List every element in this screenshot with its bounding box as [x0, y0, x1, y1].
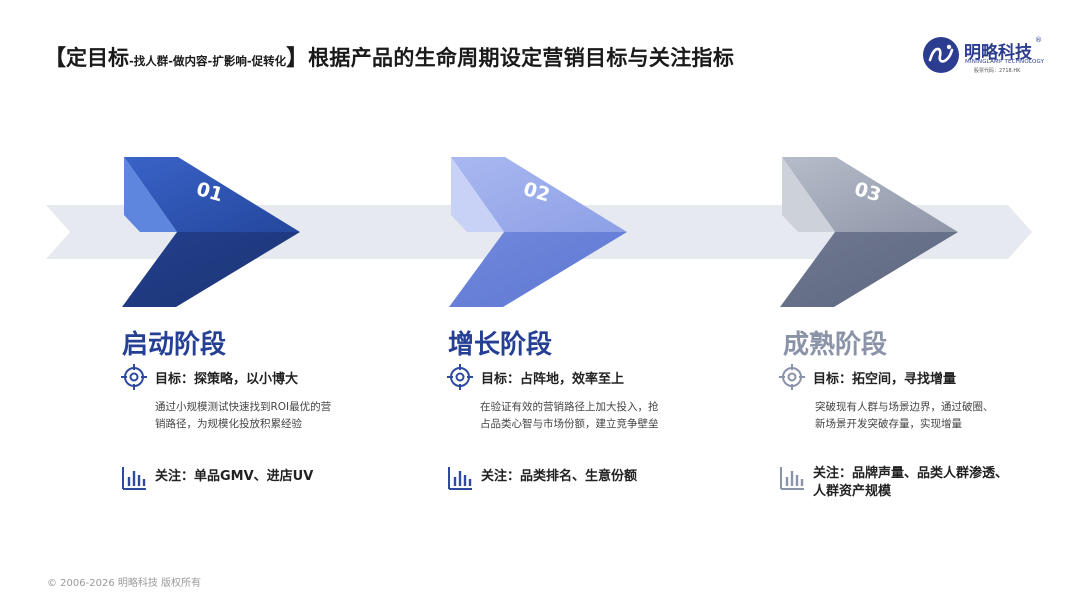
title-main: 根据产品的生命周期设定营销目标与关注指标 [308, 46, 735, 70]
title-subtitle: -找人群-做内容-扩影响-促转化 [129, 54, 287, 68]
stage-03-goal: 目标：拓空间，寻找增量 [779, 364, 956, 390]
target-icon [779, 364, 805, 390]
logo-mark-icon [923, 37, 959, 73]
chevron-01: 01 [122, 157, 300, 307]
logo-stock-code: 股票代码：2718.HK [974, 68, 1021, 74]
stage-03-description: 突破现有人群与场景边界，通过破圈、新场景开发突破存量，实现增量 [815, 401, 994, 430]
chevron-03: 03 [780, 157, 958, 307]
target-icon [447, 364, 473, 390]
stage-01-goal-text: 目标：探策略，以小博大 [155, 372, 299, 387]
stage-03-title: 成熟阶段 [783, 330, 888, 360]
logo-registered-mark: ® [1035, 36, 1042, 44]
stage-01-goal: 目标：探策略，以小博大 [121, 364, 298, 390]
stage-02-focus-text: 关注：品类排名、生意份额 [481, 469, 638, 484]
chevron-02: 02 [449, 157, 627, 307]
bar-chart-icon [780, 467, 804, 490]
bar-chart-icon [122, 467, 146, 490]
stage-03-focus: 关注：品牌声量、品类人群渗透、人群资产规模 [779, 465, 1013, 501]
logo-name: 明略科技 [964, 43, 1032, 63]
company-logo: 明略科技 ® MININGLAMP TECHNOLOGY 股票代码：2718.H… [922, 36, 1052, 76]
stage-03-goal-text: 目标：拓空间，寻找增量 [813, 372, 957, 387]
bar-chart-icon [448, 467, 472, 490]
stage-02-description: 在验证有效的营销路径上加大投入，抢占品类心智与市场份额，建立竞争壁垒 [480, 401, 659, 430]
stage-01-focus-text: 关注：单品GMV、进店UV [155, 469, 314, 484]
title-lead: 定目标 [66, 46, 130, 70]
stage-01-focus: 关注：单品GMV、进店UV [121, 465, 355, 491]
stage-02-focus: 关注：品类排名、生意份额 [447, 465, 681, 491]
stage-01-description: 通过小规模测试快速找到ROI最优的营销路径，为规模化投放积累经验 [155, 401, 332, 430]
copyright-footer: © 2006-2026 明略科技 版权所有 [47, 578, 202, 589]
title-bracket-open: 【 [44, 46, 67, 71]
stage-02-goal: 目标：占阵地，效率至上 [447, 364, 624, 390]
stage-03-focus-text: 关注：品牌声量、品类人群渗透、人群资产规模 [813, 466, 1009, 499]
stage-02-goal-text: 目标：占阵地，效率至上 [481, 372, 625, 387]
title-bracket-close: 】 [286, 46, 309, 71]
stage-02-title: 增长阶段 [448, 330, 553, 360]
page-title: 【 定目标 -找人群-做内容-扩影响-促转化 】 根据产品的生命周期设定营销目标… [44, 40, 734, 71]
target-icon [121, 364, 147, 390]
stage-01-title: 启动阶段 [122, 330, 227, 360]
logo-english-name: MININGLAMP TECHNOLOGY [965, 59, 1045, 65]
